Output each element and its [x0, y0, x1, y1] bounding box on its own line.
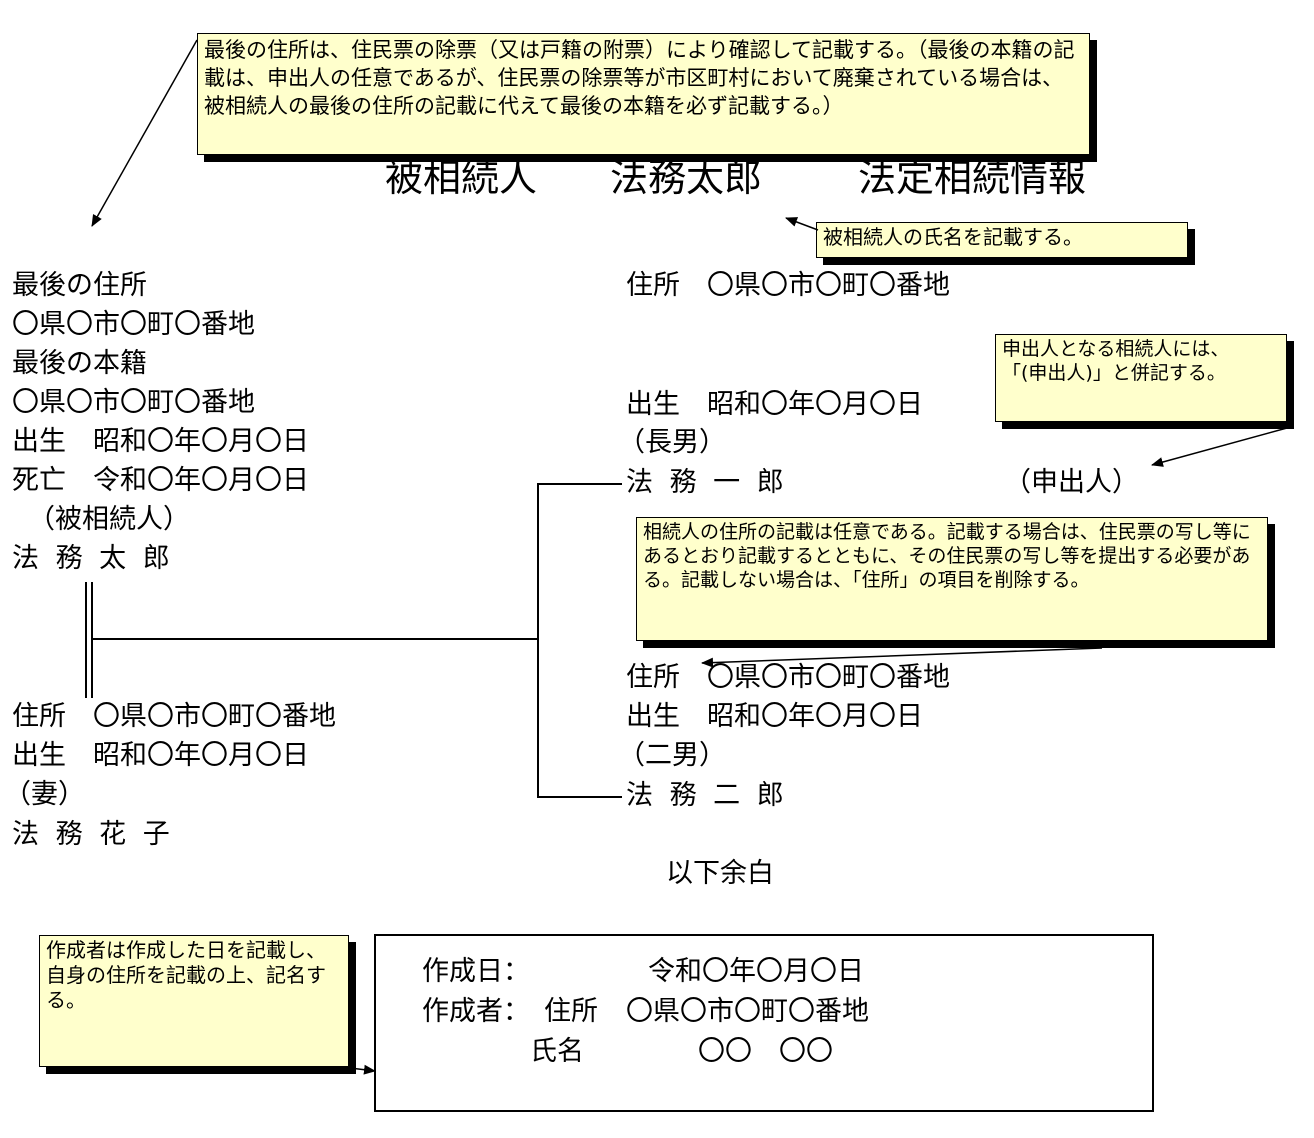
note-creator: 作成者は作成した日を記載し、自身の住所を記載の上、記名する。 — [39, 935, 349, 1067]
son1-address: 住所 〇県〇市〇町〇番地 — [626, 270, 950, 301]
arrow-creator — [349, 1064, 376, 1075]
deceased-last-domicile: 〇県〇市〇町〇番地 — [12, 387, 255, 418]
blank-below-text: 以下余白 — [666, 858, 774, 889]
deceased-name: 法 務 太 郎 — [12, 543, 170, 574]
child1-branch — [537, 483, 622, 485]
creator-name: 〇〇 〇〇 — [698, 1036, 833, 1067]
spouse-address: 住所 〇県〇市〇町〇番地 — [12, 701, 336, 732]
title-name: 法務太郎 — [610, 156, 763, 200]
son2-name: 法 務 二 郎 — [626, 780, 784, 811]
arrow-last-address — [91, 39, 198, 227]
note-applicant: 申出人となる相続人には、 「(申出人)」と併記する。 — [995, 334, 1287, 422]
note-last-address: 最後の住所は、住民票の除票（又は戸籍の附票）により確認して記載する。（最後の本籍… — [197, 33, 1090, 155]
note-heir-address: 相続人の住所の記載は任意である。記載する場合は、住民票の写し等にあるとおり記載す… — [636, 517, 1268, 641]
creator-date: 令和〇年〇月〇日 — [648, 956, 864, 987]
arrow-deceased-name — [785, 217, 819, 231]
arrow-heir-address — [701, 647, 1103, 668]
child2-branch — [537, 796, 622, 798]
marriage-line-left — [85, 582, 87, 698]
deceased-birth: 出生 昭和〇年〇月〇日 — [12, 426, 309, 457]
creator-date-label: 作成日： — [422, 956, 530, 987]
son2-birth: 出生 昭和〇年〇月〇日 — [626, 701, 923, 732]
creator-address-label: 住所 — [544, 996, 598, 1027]
creator-box — [374, 934, 1154, 1112]
children-vertical — [537, 483, 539, 798]
spouse-birth: 出生 昭和〇年〇月〇日 — [12, 740, 309, 771]
creator-address: 〇県〇市〇町〇番地 — [626, 996, 869, 1027]
son1-role: （長男） — [618, 427, 726, 458]
marriage-line-right — [91, 582, 93, 698]
creator-label: 作成者： — [422, 996, 530, 1027]
son1-applicant: （申出人） — [1004, 467, 1139, 498]
son2-role: （二男） — [618, 740, 726, 771]
son2-address: 住所 〇県〇市〇町〇番地 — [626, 662, 950, 693]
creator-name-label: 氏名 — [530, 1036, 584, 1067]
deceased-last-address-label: 最後の住所 — [12, 270, 147, 301]
son1-birth: 出生 昭和〇年〇月〇日 — [626, 389, 923, 420]
deceased-role: （被相続人） — [28, 504, 190, 535]
spouse-role: （妻） — [4, 779, 85, 810]
deceased-last-domicile-label: 最後の本籍 — [12, 348, 147, 379]
deceased-death: 死亡 令和〇年〇月〇日 — [12, 465, 309, 496]
son1-name: 法 務 一 郎 — [626, 467, 784, 498]
deceased-last-address: 〇県〇市〇町〇番地 — [12, 309, 255, 340]
note-deceased-name: 被相続人の氏名を記載する。 — [816, 222, 1188, 258]
children-connector — [91, 638, 538, 640]
arrow-applicant — [1151, 427, 1288, 467]
title-document: 法定相続情報 — [858, 156, 1087, 200]
spouse-name: 法 務 花 子 — [12, 819, 170, 850]
title-label: 被相続人 — [385, 156, 538, 200]
